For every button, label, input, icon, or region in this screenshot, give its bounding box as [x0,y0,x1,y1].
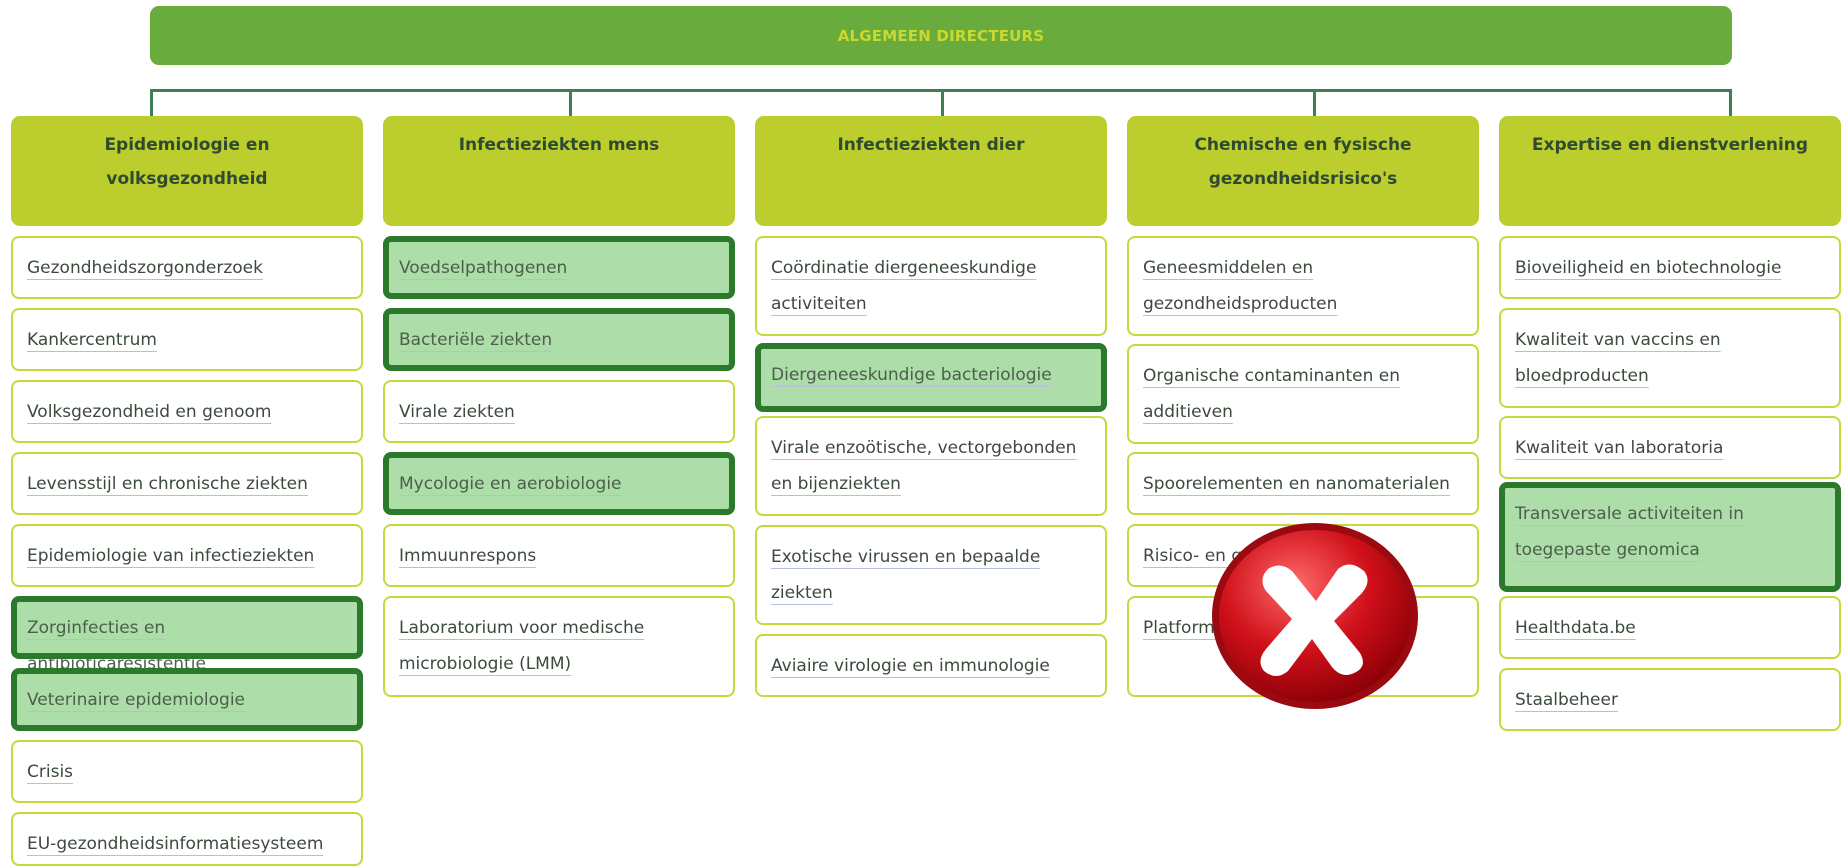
reject-x-icon [1212,523,1418,709]
unit-cell-highlighted[interactable]: Diergeneeskundige bacteriologie [755,343,1107,412]
unit-link[interactable]: Epidemiologie van infectieziekten [27,546,315,566]
unit-link[interactable]: Crisis [27,762,74,782]
unit-cell[interactable]: EU-gezondheidsinformatiesysteem [11,812,363,866]
unit-cell[interactable]: Spoorelementen en nanomaterialen [1127,452,1479,515]
unit-link[interactable]: Mycologie en aerobiologie [399,474,622,494]
unit-link[interactable]: Staalbeheer [1515,690,1618,710]
unit-link[interactable]: Volksgezondheid en genoom [27,402,272,422]
connector-line-col-2 [569,89,572,116]
unit-cell-highlighted[interactable]: Mycologie en aerobiologie [383,452,735,515]
general-directors-box: ALGEMEEN DIRECTEURS [150,6,1732,65]
unit-link[interactable]: Coördinatie diergeneeskundige activiteit… [771,258,1037,314]
unit-cell[interactable]: Staalbeheer [1499,668,1841,731]
unit-cell[interactable]: Epidemiologie van infectieziekten [11,524,363,587]
column-title: Epidemiologie en volksgezondheid [104,135,270,189]
unit-cell[interactable]: Gezondheidszorgonderzoek [11,236,363,299]
column-header-expertise: Expertise en dienstverlening [1499,116,1841,226]
unit-link[interactable]: Virale enzoötische, vectorgebonden en bi… [771,438,1077,494]
unit-cell[interactable]: Kwaliteit van laboratoria [1499,416,1841,479]
unit-cell[interactable]: Bioveiligheid en biotechnologie [1499,236,1841,299]
unit-link[interactable]: Zorginfecties en antibioticaresistentie [27,618,206,674]
column-title: Infectieziekten mens [458,135,660,155]
unit-cell[interactable]: Kankercentrum [11,308,363,371]
unit-link[interactable]: Exotische virussen en bepaalde ziekten [771,547,1041,603]
unit-cell[interactable]: Geneesmiddelen en gezondheidsproducten [1127,236,1479,336]
connector-line-col-4 [1313,89,1316,116]
unit-link[interactable]: EU-gezondheidsinformatiesysteem [27,834,324,854]
unit-cell-highlighted[interactable]: Voedselpathogenen [383,236,735,299]
connector-line-col-3 [941,89,944,116]
unit-link[interactable]: Voedselpathogenen [399,258,568,278]
unit-cell[interactable]: Volksgezondheid en genoom [11,380,363,443]
unit-cell[interactable]: Kwaliteit van vaccins en bloedproducten [1499,308,1841,408]
unit-cell[interactable]: Immuunrespons [383,524,735,587]
unit-link[interactable]: Veterinaire epidemiologie [27,690,246,710]
column-header-infectious-animal: Infectieziekten dier [755,116,1107,226]
unit-cell-highlighted[interactable]: Veterinaire epidemiologie [11,668,363,731]
unit-cell[interactable]: Levensstijl en chronische ziekten [11,452,363,515]
unit-link[interactable]: Gezondheidszorgonderzoek [27,258,263,278]
unit-cell-highlighted[interactable]: Transversale activiteiten in toegepaste … [1499,482,1841,592]
unit-link[interactable]: Levensstijl en chronische ziekten [27,474,308,494]
unit-cell[interactable]: Organische contaminanten en additieven [1127,344,1479,444]
column-header-infectious-human: Infectieziekten mens [383,116,735,226]
unit-link[interactable]: Bacteriële ziekten [399,330,553,350]
unit-link[interactable]: Immuunrespons [399,546,537,566]
unit-cell[interactable]: Aviaire virologie en immunologie [755,634,1107,697]
unit-link[interactable]: Organische contaminanten en additieven [1143,366,1401,422]
unit-cell[interactable]: Healthdata.be [1499,596,1841,659]
connector-line-col-5 [1729,89,1732,116]
column-header-epidemiology: Epidemiologie en volksgezondheid [11,116,363,226]
general-directors-title: ALGEMEEN DIRECTEURS [837,26,1045,45]
unit-cell[interactable]: Coördinatie diergeneeskundige activiteit… [755,236,1107,336]
unit-link[interactable]: Bioveiligheid en biotechnologie [1515,258,1782,278]
column-header-chemical-physical: Chemische en fysische gezondheidsrisico'… [1127,116,1479,226]
unit-link[interactable]: Geneesmiddelen en gezondheidsproducten [1143,258,1338,314]
unit-link[interactable]: Aviaire virologie en immunologie [771,656,1050,676]
unit-cell[interactable]: Laboratorium voor medische microbiologie… [383,596,735,697]
unit-link[interactable]: Spoorelementen en nanomaterialen [1143,474,1450,494]
unit-cell[interactable]: Virale enzoötische, vectorgebonden en bi… [755,416,1107,516]
unit-cell[interactable]: Virale ziekten [383,380,735,443]
unit-link[interactable]: Laboratorium voor medische microbiologie… [399,618,645,674]
column-title: Expertise en dienstverlening [1531,135,1809,155]
column-title: Infectieziekten dier [837,135,1025,155]
connector-line-col-1 [150,89,153,116]
unit-cell-highlighted[interactable]: Bacteriële ziekten [383,308,735,371]
unit-cell[interactable]: Exotische virussen en bepaalde ziekten [755,525,1107,625]
unit-link[interactable]: Transversale activiteiten in toegepaste … [1515,504,1744,560]
column-title: Chemische en fysische gezondheidsrisico'… [1194,135,1412,189]
unit-link[interactable]: Kwaliteit van laboratoria [1515,438,1724,458]
unit-cell-highlighted[interactable]: Zorginfecties en antibioticaresistentie [11,596,363,674]
unit-link[interactable]: Virale ziekten [399,402,515,422]
unit-link[interactable]: Kankercentrum [27,330,157,350]
unit-cell[interactable]: Crisis [11,740,363,803]
unit-link[interactable]: Diergeneeskundige bacteriologie [771,365,1052,385]
unit-link[interactable]: Kwaliteit van vaccins en bloedproducten [1515,330,1721,386]
unit-link[interactable]: Healthdata.be [1515,618,1636,638]
